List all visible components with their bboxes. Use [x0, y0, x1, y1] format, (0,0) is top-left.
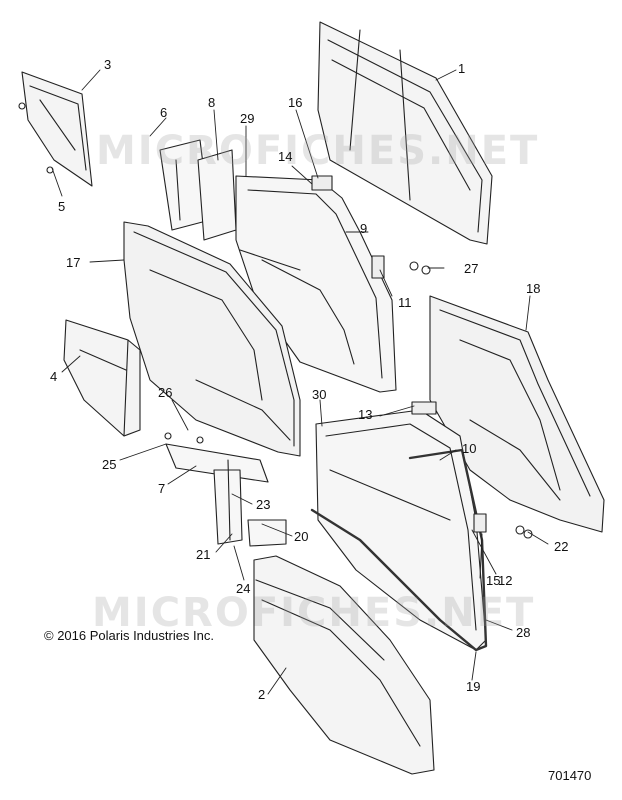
- callout-7: 7: [158, 481, 166, 496]
- callout-10: 10: [462, 441, 477, 456]
- callout-24: 24: [236, 581, 251, 596]
- callout-27: 27: [464, 261, 479, 276]
- callout-21: 21: [196, 547, 211, 562]
- part-6-8-bracket: [159, 139, 237, 241]
- figure-number: 701470: [548, 768, 592, 783]
- part-1-door-panel: [317, 21, 493, 245]
- callout-25: 25: [102, 457, 117, 472]
- callout-13: 13: [358, 407, 373, 422]
- callout-28: 28: [516, 625, 531, 640]
- callout-17: 17: [66, 255, 81, 270]
- callout-6: 6: [160, 105, 168, 120]
- part-17-door-shell: [123, 221, 301, 457]
- callout-8: 8: [208, 95, 216, 110]
- leader-lines: [51, 69, 549, 695]
- copyright-notice: © 2016 Polaris Industries Inc.: [44, 628, 214, 643]
- callout-16: 16: [288, 95, 303, 110]
- callout-15: 15: [486, 573, 501, 588]
- part-3-trim-panel: [21, 71, 93, 187]
- callout-30: 30: [312, 387, 327, 402]
- callout-5: 5: [58, 199, 66, 214]
- callout-1: 1: [458, 61, 466, 76]
- callout-29: 29: [240, 111, 255, 126]
- callout-23: 23: [256, 497, 271, 512]
- callout-4: 4: [50, 369, 58, 384]
- watermark-top: MICROFICHES.NET: [96, 128, 540, 174]
- callout-22: 22: [554, 539, 569, 554]
- callout-19: 19: [466, 679, 481, 694]
- callout-9: 9: [360, 221, 368, 236]
- part-4-side-panel: [63, 319, 141, 437]
- callout-26: 26: [158, 385, 173, 400]
- callout-3: 3: [104, 57, 112, 72]
- callout-14: 14: [278, 149, 293, 164]
- part-30-lower-door-frame: [310, 401, 488, 652]
- callout-2: 2: [258, 687, 266, 702]
- callout-12: 12: [498, 573, 513, 588]
- part-18-door-shell: [429, 295, 605, 533]
- part-7-hinge-assembly: [165, 443, 287, 547]
- callout-20: 20: [294, 529, 309, 544]
- small-hardware: [18, 102, 533, 539]
- callout-18: 18: [526, 281, 541, 296]
- part-9-door-frame: [235, 175, 397, 393]
- part-2-door-panel: [253, 555, 435, 775]
- watermark-bottom: MICROFICHES.NET: [92, 590, 536, 636]
- callout-11: 11: [398, 295, 412, 310]
